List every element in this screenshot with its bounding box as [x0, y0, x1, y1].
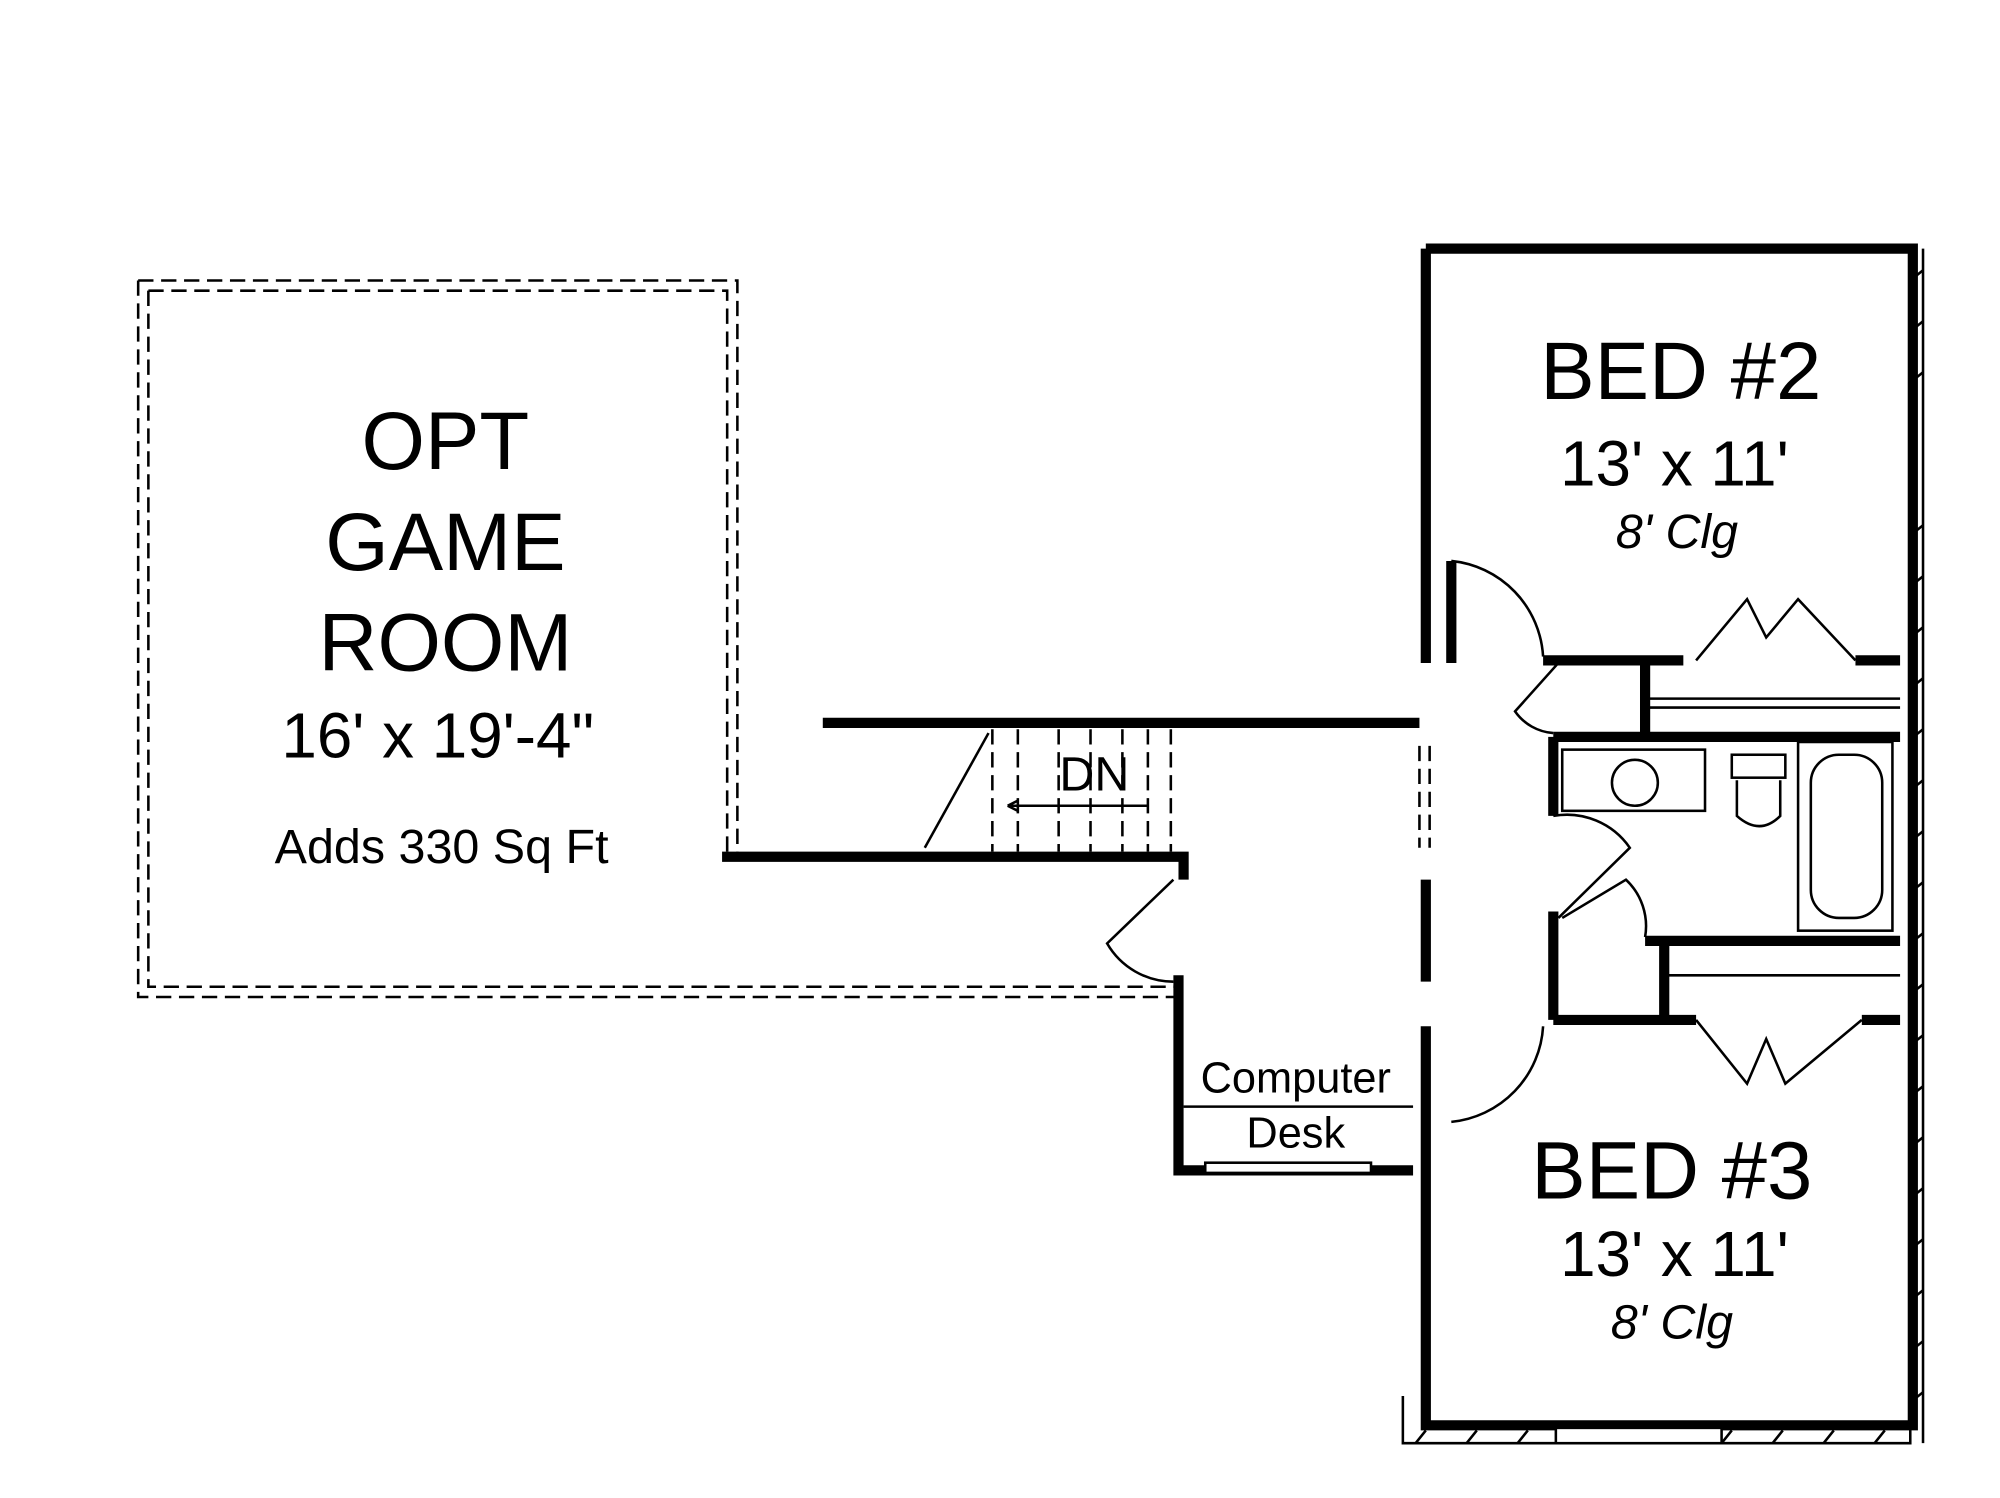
bed2-name: BED #2	[1540, 326, 1821, 417]
game-room-line1: OPT	[362, 396, 530, 487]
doors	[1105, 559, 1863, 1124]
computer-desk: Computer Desk	[1183, 1055, 1414, 1157]
stairs: DN	[923, 729, 1173, 852]
game-room-labels: OPT GAME ROOM 16' x 19'-4" Adds 330 Sq F…	[275, 396, 609, 874]
desk-label-line1: Computer	[1201, 1055, 1391, 1103]
toilet-icon	[1735, 780, 1782, 828]
bath-fixtures	[1560, 740, 1894, 932]
bed3-size: 13' x 11'	[1560, 1218, 1789, 1290]
exterior-wall-hatch	[1203, 269, 1924, 1445]
stairs-label: DN	[1059, 747, 1129, 801]
game-room-line2: GAME	[325, 497, 565, 588]
bed2-labels: BED #2 13' x 11' 8' Clg	[1540, 326, 1821, 559]
game-room-line3: ROOM	[319, 598, 573, 689]
game-room-outline	[136, 279, 1176, 999]
sink-icon	[1610, 758, 1660, 808]
game-room-size: 16' x 19'-4"	[281, 699, 594, 771]
game-room-note: Adds 330 Sq Ft	[275, 820, 609, 874]
bed2-size: 13' x 11'	[1560, 428, 1789, 500]
bed3-ceiling: 8' Clg	[1611, 1296, 1733, 1350]
bed3-labels: BED #3 13' x 11' 8' Clg	[1531, 1125, 1812, 1349]
bed2-ceiling: 8' Clg	[1616, 505, 1738, 559]
walls	[722, 243, 1925, 1445]
bed3-name: BED #3	[1531, 1125, 1812, 1216]
bathtub-icon	[1809, 753, 1884, 920]
desk-label-line2: Desk	[1246, 1109, 1345, 1157]
